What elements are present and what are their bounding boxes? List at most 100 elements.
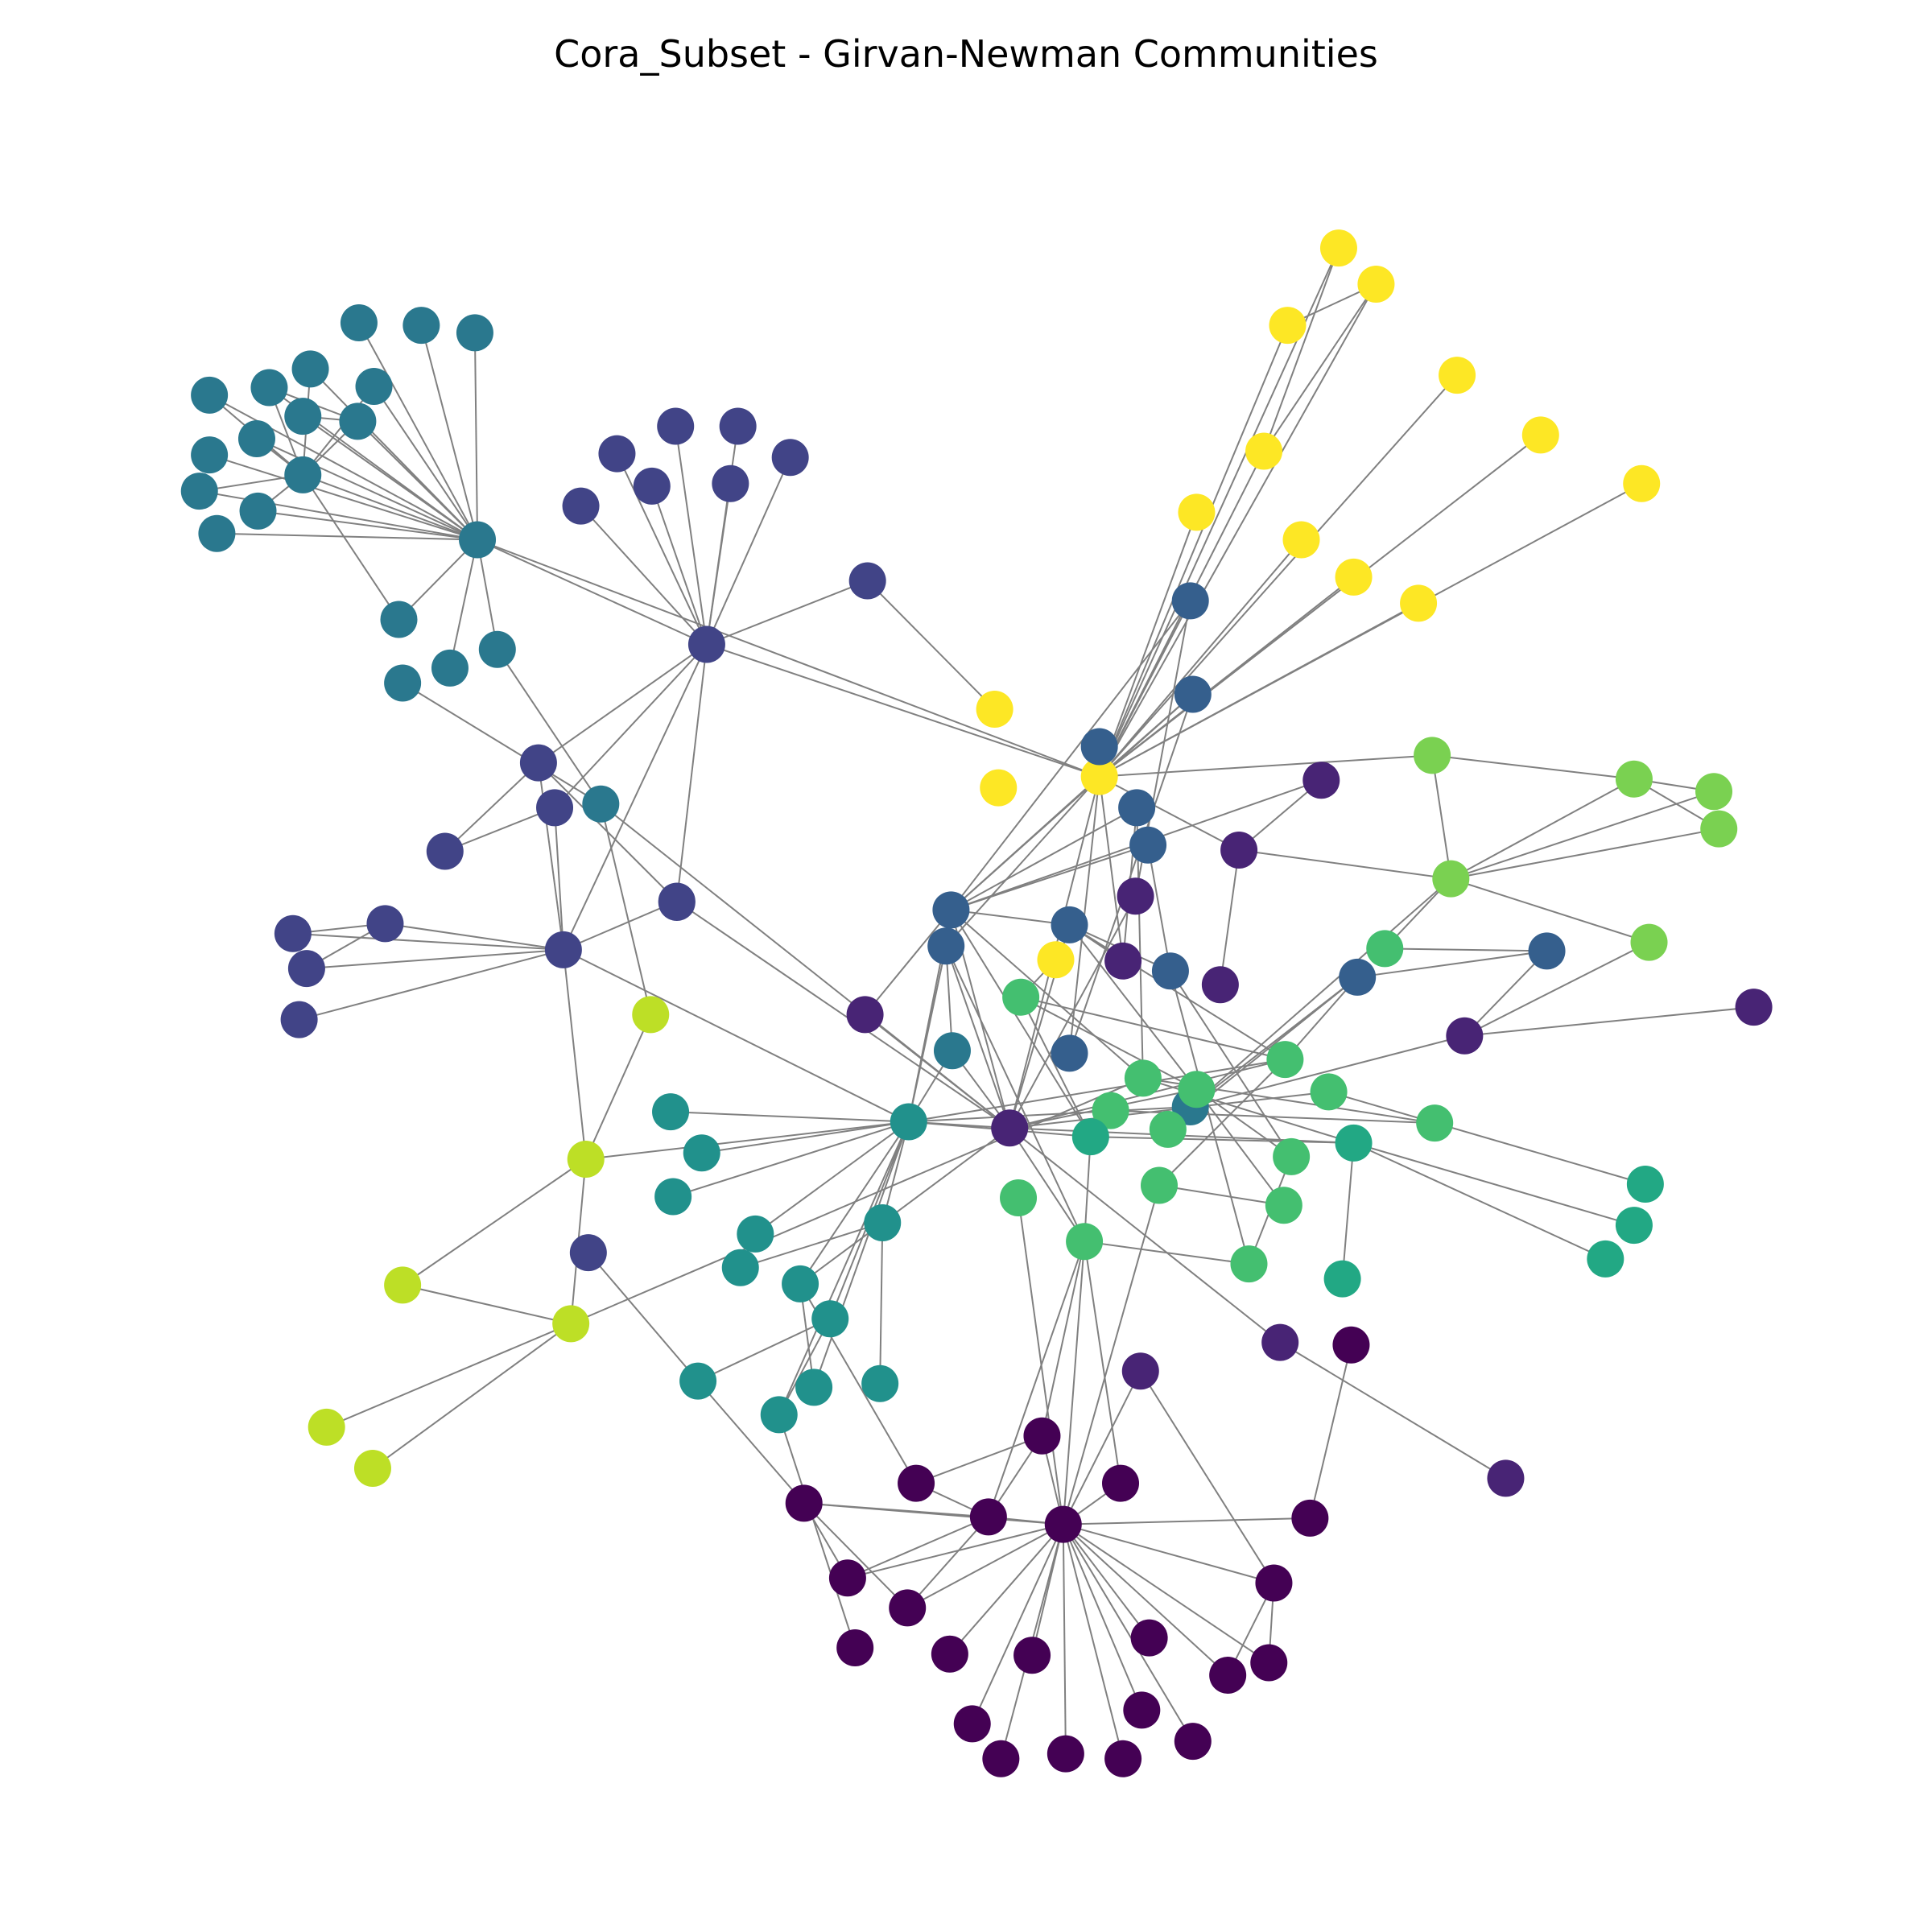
graph-edge bbox=[1451, 877, 1649, 943]
graph-edge bbox=[950, 693, 1194, 911]
graph-edge bbox=[1238, 849, 1451, 880]
graph-node-c2 bbox=[519, 744, 557, 782]
graph-edge bbox=[562, 949, 587, 1160]
graph-edge bbox=[1068, 694, 1194, 1054]
graph-edge bbox=[600, 803, 652, 1015]
graph-edge bbox=[402, 682, 601, 805]
graph-node-c7 bbox=[1124, 1059, 1162, 1097]
graph-edge bbox=[580, 505, 708, 646]
graph-node-c0 bbox=[828, 1559, 866, 1597]
graph-edge bbox=[1147, 844, 1171, 972]
graph-node-c5 bbox=[864, 1203, 902, 1241]
graph-node-c10 bbox=[1245, 432, 1283, 470]
graph-node-c0 bbox=[1046, 1735, 1084, 1773]
graph-node-c3 bbox=[1051, 1034, 1088, 1072]
graph-edge bbox=[1385, 947, 1547, 952]
graph-edge bbox=[1062, 1524, 1067, 1754]
graph-node-c0 bbox=[889, 1589, 927, 1627]
graph-edge bbox=[420, 324, 478, 540]
graph-node-c3 bbox=[1118, 789, 1156, 827]
graph-node-c2 bbox=[719, 407, 757, 445]
graph-node-c0 bbox=[1332, 1326, 1370, 1364]
graph-node-c4 bbox=[339, 402, 377, 440]
graph-edge bbox=[705, 483, 732, 645]
graph-edge bbox=[258, 510, 478, 541]
graph-edge bbox=[1431, 755, 1452, 879]
graph-node-c1 bbox=[1446, 1017, 1484, 1055]
graph-node-c5 bbox=[760, 1396, 798, 1434]
graph-node-c1 bbox=[1117, 877, 1154, 915]
graph-node-c7 bbox=[1230, 1245, 1268, 1283]
graph-node-c9 bbox=[632, 996, 670, 1034]
graph-node-c0 bbox=[898, 1464, 935, 1502]
graph-edge bbox=[1062, 1185, 1160, 1525]
graph-edge bbox=[1062, 1241, 1086, 1525]
graph-node-c2 bbox=[274, 914, 312, 952]
graph-edge bbox=[562, 644, 708, 951]
graph-edge bbox=[477, 539, 708, 646]
graph-edge bbox=[570, 1077, 1144, 1325]
graph-node-c6 bbox=[1587, 1240, 1624, 1278]
graph-edge bbox=[945, 775, 1100, 947]
graph-edge bbox=[208, 394, 478, 541]
graph-edge bbox=[847, 1523, 1064, 1579]
graph-edge bbox=[1263, 247, 1340, 452]
graph-node-c7 bbox=[1266, 1041, 1304, 1079]
graph-edge bbox=[1099, 754, 1433, 778]
graph-node-c10 bbox=[1178, 493, 1216, 531]
graph-node-c5 bbox=[861, 1364, 899, 1402]
graph-node-c2 bbox=[848, 562, 886, 600]
graph-node-c4 bbox=[284, 398, 322, 436]
graph-edge bbox=[1139, 1370, 1275, 1583]
graph-edge bbox=[879, 1222, 884, 1384]
graph-node-c10 bbox=[1357, 266, 1395, 303]
graph-edge bbox=[402, 1284, 572, 1325]
graph-node-c8 bbox=[1414, 737, 1451, 774]
graph-node-c10 bbox=[1319, 229, 1357, 267]
graph-edge bbox=[588, 1252, 699, 1382]
graph-node-c0 bbox=[1023, 1417, 1061, 1455]
graph-edge bbox=[299, 948, 564, 1021]
graph-edge bbox=[306, 948, 564, 970]
graph-node-c10 bbox=[1282, 521, 1320, 559]
graph-edge bbox=[398, 539, 478, 621]
graph-edge bbox=[950, 600, 1191, 910]
graph-edge bbox=[1463, 941, 1649, 1037]
graph-node-c3 bbox=[1174, 675, 1212, 713]
graph-node-c0 bbox=[1209, 1657, 1247, 1695]
graph-node-c0 bbox=[1250, 1644, 1288, 1682]
nodes bbox=[180, 229, 1773, 1777]
graph-node-c2 bbox=[598, 435, 636, 473]
graph-node-c7 bbox=[1366, 930, 1404, 968]
graph-edge bbox=[1341, 1142, 1355, 1279]
graph-edge bbox=[292, 932, 564, 951]
graph-edge bbox=[1158, 1184, 1284, 1207]
graph-edge bbox=[1098, 283, 1377, 778]
graph-edge bbox=[950, 807, 1137, 911]
graph-edge bbox=[1041, 1241, 1086, 1436]
graph-node-c1 bbox=[1735, 989, 1773, 1026]
graph-node-c4 bbox=[384, 664, 422, 702]
graph-node-c2 bbox=[687, 625, 725, 663]
graph-edge bbox=[373, 386, 478, 541]
graph-node-c1 bbox=[1261, 1323, 1299, 1361]
graph-edge bbox=[945, 945, 1086, 1242]
graph-node-c4 bbox=[459, 521, 497, 559]
graph-node-c5 bbox=[890, 1103, 927, 1141]
graph-node-c5 bbox=[679, 1362, 717, 1400]
graph-edge bbox=[907, 946, 947, 1122]
graph-node-c4 bbox=[250, 369, 288, 407]
graph-node-c6 bbox=[1071, 1118, 1109, 1156]
graph-edge bbox=[803, 1502, 989, 1518]
graph-node-c0 bbox=[969, 1498, 1007, 1536]
graph-node-c2 bbox=[771, 439, 809, 477]
graph-node-c10 bbox=[1080, 758, 1118, 795]
graph-edge bbox=[672, 1121, 910, 1198]
graph-node-c9 bbox=[384, 1266, 422, 1304]
graph-edge bbox=[1190, 877, 1451, 1108]
graph-edge bbox=[1098, 374, 1458, 778]
graph-node-c0 bbox=[1104, 1740, 1142, 1777]
graph-node-c4 bbox=[191, 376, 229, 414]
graph-edge bbox=[1009, 895, 1137, 1129]
graph-edge bbox=[754, 1121, 910, 1235]
